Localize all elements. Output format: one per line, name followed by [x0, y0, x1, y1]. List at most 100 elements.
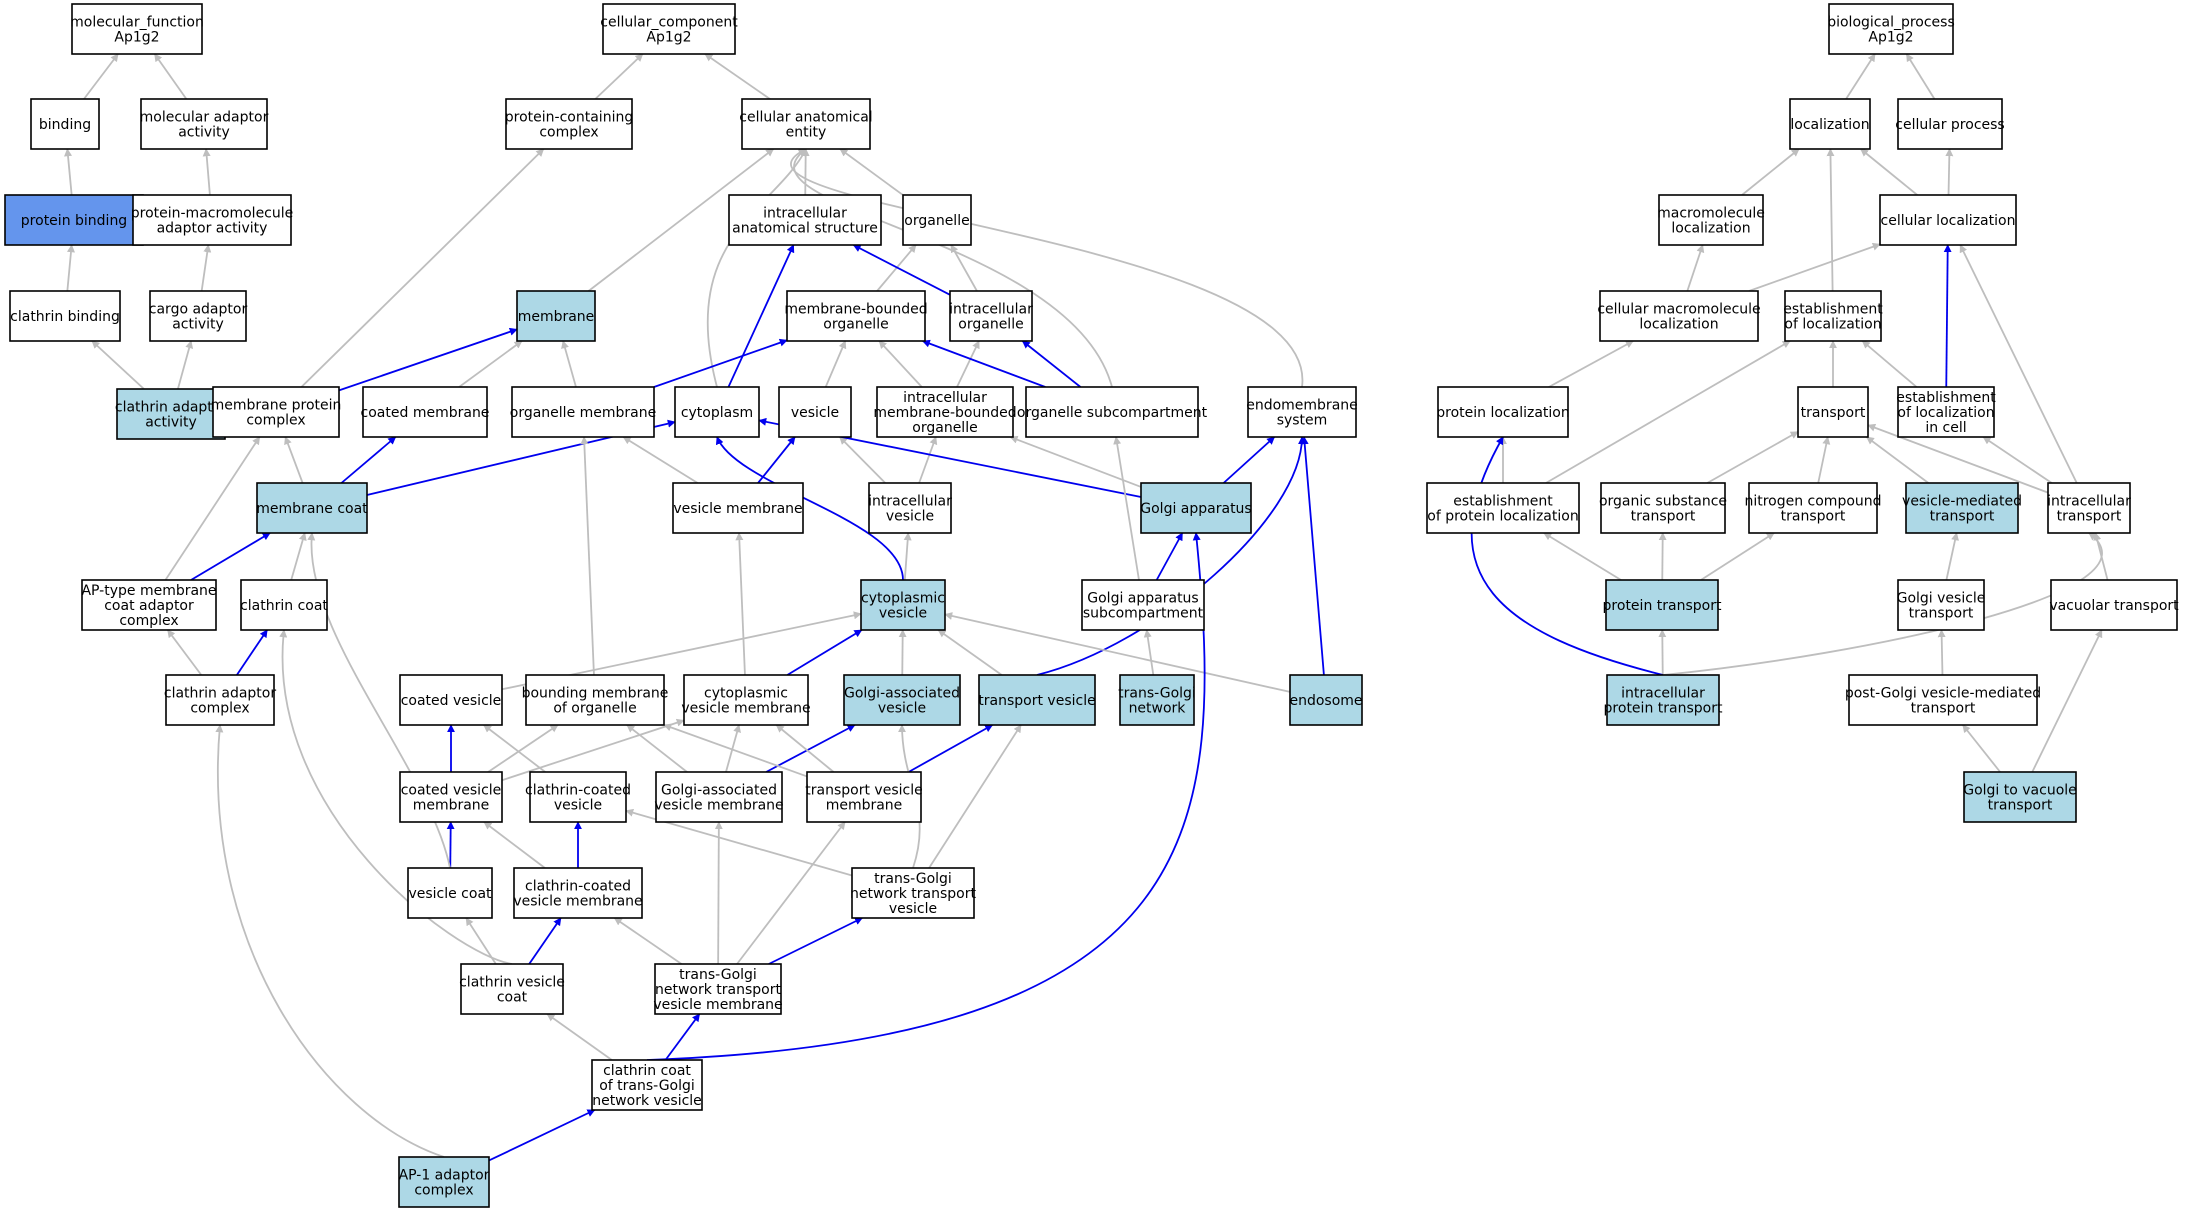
node-membrane_coat[interactable]: membrane coat	[256, 482, 368, 534]
edge-est_loc_cell-to-est_loc	[1861, 340, 1918, 388]
edge-mol_adaptor-to-mf	[153, 53, 188, 100]
edge-cmacro_loc-to-macro_loc	[1686, 244, 1705, 292]
node-label-line: protein transport	[1604, 701, 1723, 717]
node-membrane[interactable]: membrane	[516, 290, 596, 342]
node-label-line: activity	[145, 415, 197, 431]
node-protein_transport[interactable]: protein transport	[1603, 579, 1722, 631]
node-endosome[interactable]: endosome	[1289, 674, 1363, 726]
node-label-line: complex	[414, 1183, 473, 1199]
node-organelle_membrane[interactable]: organelle membrane	[510, 386, 656, 438]
node-protein_loc[interactable]: protein localization	[1436, 386, 1570, 438]
node-protein_binding[interactable]: protein binding	[4, 194, 144, 246]
node-tv[interactable]: transport vesicle	[978, 674, 1096, 726]
node-box	[672, 482, 804, 534]
node-vesicle_coat[interactable]: vesicle coat	[407, 867, 493, 919]
node-transport[interactable]: transport	[1797, 386, 1869, 438]
edge-cvc-to-clathrin_coat	[279, 629, 513, 965]
node-osub[interactable]: organelle subcompartment	[1017, 386, 1208, 438]
node-localization[interactable]: localization	[1789, 98, 1871, 150]
node-binding[interactable]: binding	[30, 98, 100, 150]
node-golgi[interactable]: Golgi apparatus	[1140, 482, 1252, 534]
node-organelle[interactable]: organelle	[902, 194, 972, 246]
edge-cargo_adaptor-to-pm_adaptor	[200, 244, 212, 292]
node-vacuolar[interactable]: vacuolar transport	[2049, 579, 2179, 631]
edge-ap_type-to-membrane_coat	[190, 532, 271, 581]
node-box	[4, 194, 144, 246]
node-coated_vesicle[interactable]: coated vesicle	[399, 674, 503, 726]
node-box	[949, 290, 1033, 342]
node-label-line: vesicle membrane	[681, 701, 810, 717]
edge-protein_transport-to-est_prot_loc	[1543, 532, 1622, 581]
node-box	[505, 98, 633, 150]
node-label-line: vesicle membrane	[653, 997, 782, 1013]
node-label-line: complex	[119, 613, 178, 629]
edge-clathrin_adaptor_act-to-clathrin_binding	[91, 340, 145, 390]
node-cell_loc[interactable]: cellular localization	[1879, 194, 2017, 246]
node-label-line: Golgi to vacuole	[1963, 783, 2077, 799]
node-vesicle[interactable]: vesicle	[778, 386, 852, 438]
node-label-line: localization	[1639, 317, 1718, 333]
node-box	[1828, 3, 1954, 55]
node-coated_membrane[interactable]: coated membrane	[361, 386, 490, 438]
node-cellular_process[interactable]: cellular process	[1895, 98, 2005, 150]
node-label-line: localization	[1790, 117, 1869, 133]
node-clathrin_binding[interactable]: clathrin binding	[9, 290, 121, 342]
node-clathrin_coat[interactable]: clathrin coat	[240, 579, 328, 631]
node-box	[149, 290, 247, 342]
edge-iv-to-vesicle	[839, 436, 886, 484]
node-cytoplasm[interactable]: cytoplasm	[674, 386, 760, 438]
edge-golgi_sub-to-golgi	[1155, 532, 1184, 581]
node-vesicle_membrane[interactable]: vesicle membrane	[672, 482, 804, 534]
node-box	[516, 290, 596, 342]
node-label-line: system	[1277, 413, 1328, 429]
